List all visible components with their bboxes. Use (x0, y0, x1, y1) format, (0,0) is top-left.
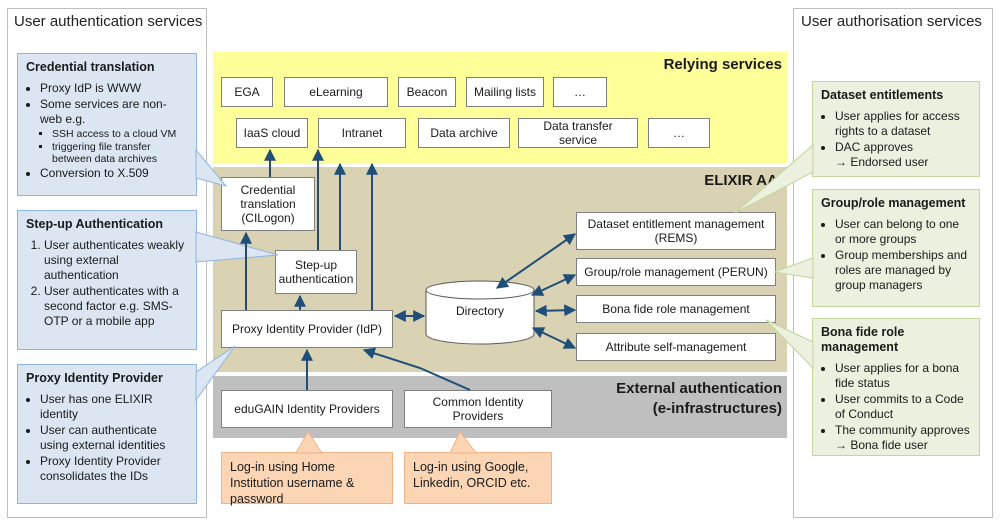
home-login-pointer (295, 431, 323, 454)
bona-fide-item: User commits to a Code of Conduct (835, 392, 971, 422)
proxy-idp-callout: Proxy Identity Provider User has one ELI… (17, 364, 197, 504)
bona-fide-box: Bona fide role management (576, 295, 776, 323)
dataset-entitlements-heading: Dataset entitlements (821, 88, 944, 102)
social-login-pointer (449, 431, 478, 454)
credential-subitem: triggering file transfer between data ar… (52, 141, 188, 165)
step-up-callout: Step-up Authentication User authenticate… (17, 210, 197, 350)
credential-translation-callout: Credential translation Proxy IdP is WWW … (17, 53, 197, 196)
step-up-callout-pointer (195, 231, 279, 263)
proxy-idp-heading: Proxy Identity Provider (26, 371, 163, 385)
elixir-aai-title: ELIXIR AAI (704, 172, 782, 189)
proxy-idp-item: User can authenticate using external ide… (40, 423, 188, 453)
proxy-idp-item: Proxy Identity Provider consolidates the… (40, 454, 188, 484)
step-up-item: User authenticates weakly using external… (44, 238, 188, 283)
credential-item: Conversion to X.509 (40, 166, 188, 181)
proxy-idp-box: Proxy Identity Provider (IdP) (221, 310, 393, 348)
credential-item: Some services are non-web e.g. (40, 97, 188, 127)
service-intranet: Intranet (318, 118, 406, 148)
group-role-heading: Group/role management (821, 196, 966, 210)
proxy-idp-item: User has one ELIXIR identity (40, 392, 188, 422)
dataset-entitlements-dac: DAC approves (835, 140, 914, 154)
left-panel-title: User authentication services (14, 13, 203, 30)
right-panel-title: User authorisation services (801, 13, 982, 30)
external-auth-title-2: (e-infrastructures) (652, 400, 782, 417)
bona-fide-approves: The community approves (835, 423, 970, 437)
credential-translation-heading: Credential translation (26, 60, 155, 74)
bona-fide-heading: Bona fide role management (821, 325, 905, 354)
external-auth-title-1: External authentication (616, 380, 782, 397)
credential-subitem: SSH access to a cloud VM (52, 128, 188, 140)
group-role-box: Group/role management (PERUN) (576, 258, 776, 286)
dataset-entitlements-item: User applies for access rights to a data… (835, 109, 971, 139)
credential-callout-pointer (195, 148, 228, 187)
directory-label: Directory (455, 304, 504, 318)
proxy-callout-pointer (195, 345, 236, 402)
login-home-institution: Log-in using Home Institution username &… (221, 452, 393, 506)
group-callout-pointer (773, 257, 814, 279)
arrow-directory-attribute (531, 327, 577, 349)
arrow-common-to-proxy (362, 347, 471, 391)
arrow-directory-group (530, 274, 577, 296)
relying-services-title: Relying services (663, 56, 782, 73)
dataset-entitlement-box: Dataset entitlement management (REMS) (576, 212, 776, 250)
dataset-entitlements-item: DAC approves→ Endorsed user (835, 140, 971, 170)
group-role-item: User can belong to one or more groups (835, 217, 971, 247)
group-role-item: Group memberships and roles are managed … (835, 248, 971, 293)
bona-fide-user-text: → Bona fide user (835, 438, 928, 452)
edugain-box: eduGAIN Identity Providers (221, 390, 393, 428)
bona-fide-item: The community approves→ Bona fide user (835, 423, 971, 453)
step-up-box: Step-up authentication (275, 250, 357, 294)
endorsed-user-text: → Endorsed user (835, 155, 929, 169)
arrow-directory-bonafide (534, 304, 577, 317)
login-social: Log-in using Google, Linkedin, ORCID etc… (404, 452, 552, 504)
dataset-callout-pointer (734, 143, 814, 214)
dataset-entitlements-callout: Dataset entitlements User applies for ac… (812, 81, 980, 177)
credential-translation-box: Credential translation (CILogon) (221, 177, 315, 231)
service-beacon: Beacon (398, 77, 456, 107)
credential-item: Proxy IdP is WWW (40, 81, 188, 96)
service-more-1: … (553, 77, 607, 107)
arrow-directory-dataset (496, 233, 576, 289)
step-up-heading: Step-up Authentication (26, 217, 164, 231)
group-role-callout: Group/role management User can belong to… (812, 189, 980, 307)
bona-callout-pointer (765, 319, 814, 370)
bona-fide-callout: Bona fide role management User applies f… (812, 318, 980, 456)
attribute-self-management-box: Attribute self-management (576, 333, 776, 361)
service-iaas-cloud: IaaS cloud (236, 118, 308, 148)
service-ega: EGA (221, 77, 273, 107)
service-elearning: eLearning (284, 77, 388, 107)
service-data-transfer: Data transfer service (518, 118, 638, 148)
service-mailing-lists: Mailing lists (466, 77, 544, 107)
service-data-archive: Data archive (418, 118, 510, 148)
service-more-2: … (648, 118, 710, 148)
step-up-item: User authenticates with a second factor … (44, 284, 188, 329)
common-idp-box: Common Identity Providers (404, 390, 552, 428)
bona-fide-item: User applies for a bona fide status (835, 361, 971, 391)
